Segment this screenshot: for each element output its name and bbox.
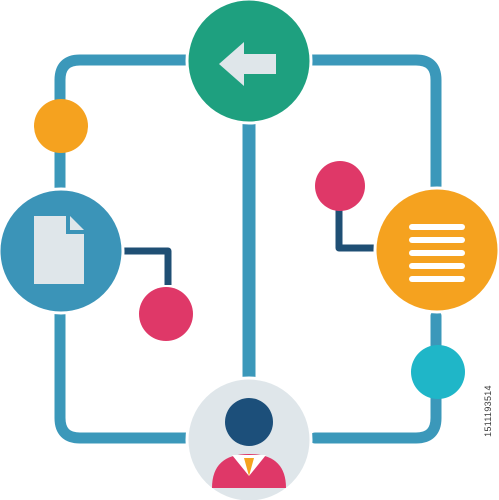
pink-dot-right bbox=[315, 161, 365, 211]
stock-id-text: 1511193514 bbox=[483, 385, 493, 437]
left-branch-connector bbox=[124, 247, 172, 285]
document-icon bbox=[34, 216, 84, 284]
arrow-left-icon bbox=[219, 42, 276, 86]
cyan-dot bbox=[411, 345, 465, 399]
user-avatar-icon bbox=[212, 398, 286, 488]
orange-dot bbox=[34, 99, 88, 153]
right-node bbox=[373, 186, 499, 314]
list-lines-icon bbox=[409, 224, 465, 282]
stock-id-watermark: 1511193514 bbox=[476, 322, 499, 500]
bottom-node bbox=[185, 376, 313, 500]
top-node bbox=[185, 0, 313, 125]
connector-frame bbox=[54, 54, 442, 444]
right-branch-connector bbox=[335, 207, 380, 252]
pink-dot-left bbox=[139, 287, 193, 341]
left-node bbox=[0, 187, 125, 315]
